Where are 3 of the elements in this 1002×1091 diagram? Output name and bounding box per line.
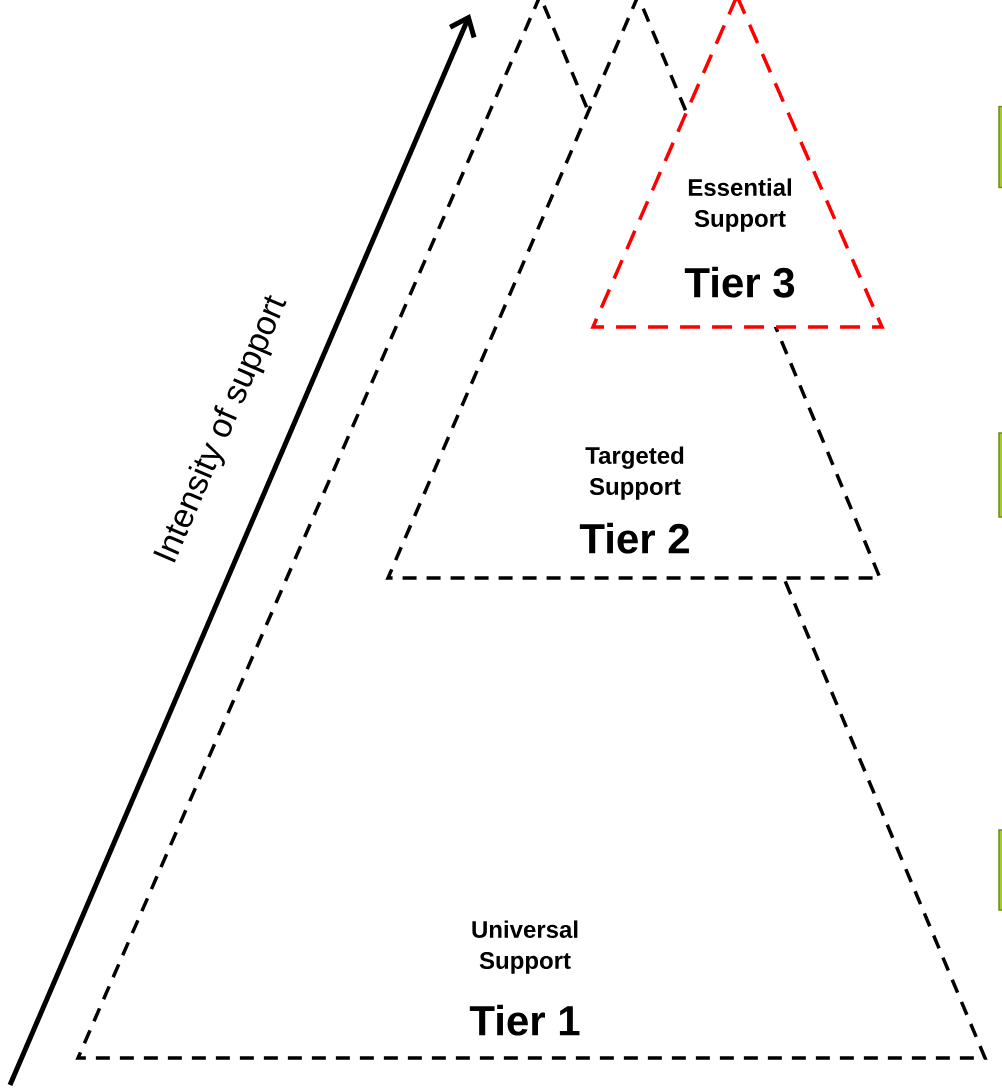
bar — [998, 105, 1002, 189]
bar — [998, 432, 1002, 518]
bar — [998, 829, 1002, 911]
